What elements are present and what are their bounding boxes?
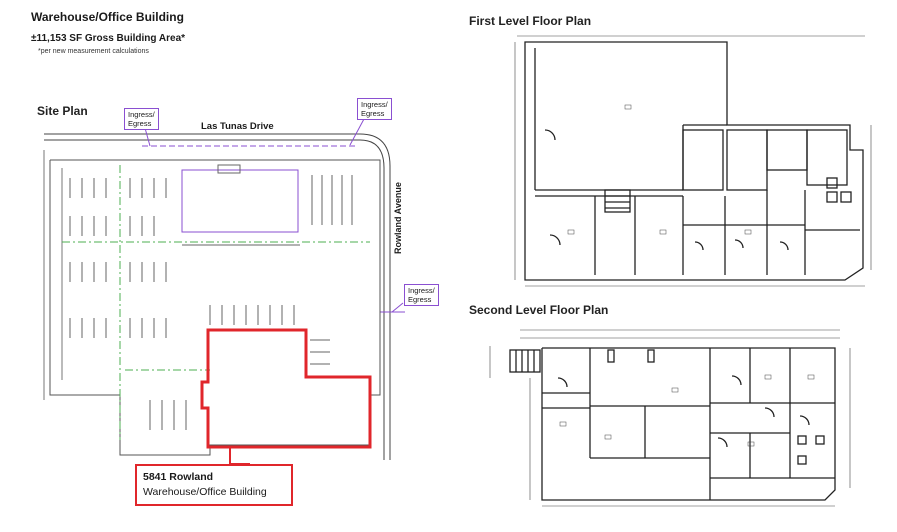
first-floor-plan bbox=[514, 35, 872, 287]
first-floor-title: First Level Floor Plan bbox=[469, 14, 592, 28]
street-rowland: Rowland Avenue bbox=[393, 182, 403, 254]
ingress-label-1: Ingress/ Egress bbox=[124, 108, 159, 130]
subject-callout: 5841 Rowland Warehouse/Office Building bbox=[135, 464, 293, 506]
ingress-label-2: Ingress/ Egress bbox=[357, 98, 392, 120]
second-floor-title: Second Level Floor Plan bbox=[469, 303, 609, 317]
gross-area: ±11,153 SF Gross Building Area* bbox=[31, 33, 186, 44]
callout-address: 5841 Rowland bbox=[143, 471, 214, 483]
site-plan-drawing bbox=[43, 118, 405, 465]
site-plan-title: Site Plan bbox=[37, 104, 88, 118]
area-note: *per new measurement calculations bbox=[38, 48, 149, 55]
page-title: Warehouse/Office Building bbox=[31, 10, 184, 24]
ingress-label-3: Ingress/ Egress bbox=[404, 284, 439, 306]
street-las-tunas: Las Tunas Drive bbox=[201, 121, 274, 132]
callout-description: Warehouse/Office Building bbox=[143, 486, 267, 498]
second-floor-plan bbox=[489, 329, 851, 507]
